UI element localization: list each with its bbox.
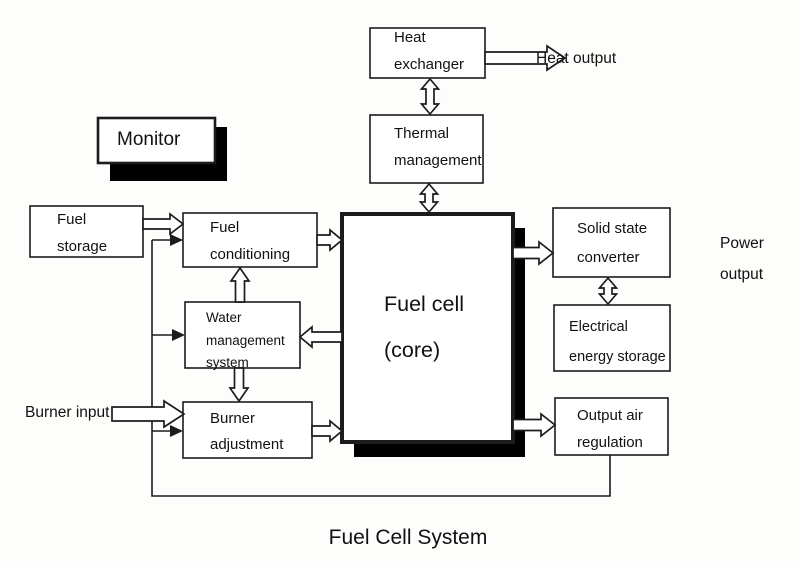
fuel-cell-label: Fuel cell (core) xyxy=(384,281,464,373)
fuel-storage-label: Fuel storage xyxy=(57,206,107,260)
arrow-conditioning-fuel-cell-icon xyxy=(316,228,344,252)
box-heat-exchanger xyxy=(369,27,486,79)
diagram-caption-text: Fuel Cell System xyxy=(328,526,488,549)
arrow-converter-energy-storage-icon xyxy=(597,276,619,306)
fuel-cell-line2: (core) xyxy=(384,338,441,362)
arrow-fuel-storage-conditioning-icon xyxy=(142,212,185,236)
feedback-arrowhead-burner-adjustment-icon xyxy=(170,425,183,437)
burner-adjustment-line2: adjustment xyxy=(210,436,284,453)
arrow-burner-fuel-cell-icon xyxy=(311,419,344,443)
box-fuel-cell xyxy=(340,212,515,444)
thermal-line1: Thermal xyxy=(394,125,450,142)
box-solid-state-converter xyxy=(552,207,671,278)
heat-output-text: Heat output xyxy=(536,50,617,67)
diagram-caption: Fuel Cell System xyxy=(8,526,800,550)
converter-line2: converter xyxy=(577,249,640,266)
fuel-storage-line1: Fuel xyxy=(57,211,87,228)
fuel-conditioning-label: Fuel conditioning xyxy=(210,214,290,268)
electrical-energy-storage-label: Electrical energy storage xyxy=(569,313,666,372)
water-management-label: Water management system xyxy=(206,307,285,375)
thermal-line2: management xyxy=(394,152,482,169)
power-output-line1: Power xyxy=(720,235,764,252)
fuel-conditioning-line1: Fuel xyxy=(210,219,240,236)
output-air-line1: Output air xyxy=(577,407,643,424)
arrow-heat-output-icon xyxy=(484,44,567,72)
water-line2: management xyxy=(206,332,285,348)
heat-exchanger-line2: exchanger xyxy=(394,56,465,73)
arrow-fuel-cell-converter-icon xyxy=(512,240,555,266)
arrow-water-burner-down-icon xyxy=(228,367,250,403)
burner-adjustment-label: Burner adjustment xyxy=(210,406,283,458)
thermal-management-label: Thermal management xyxy=(394,120,482,174)
fuel-cell-line1: Fuel cell xyxy=(384,292,465,316)
power-output-line2: output xyxy=(720,266,764,283)
output-air-line2: regulation xyxy=(577,433,643,451)
feedback-branch-lines xyxy=(152,239,173,432)
monitor-label-text: Monitor xyxy=(117,129,181,150)
arrow-thermal-fuel-cell-icon xyxy=(418,182,440,214)
burner-input-text: Burner input xyxy=(25,404,110,421)
water-line3: system xyxy=(206,355,249,370)
arrow-fuel-cell-output-air-icon xyxy=(512,412,557,438)
water-line1: Water xyxy=(206,310,242,325)
output-air-regulation-label: Output air regulation xyxy=(577,403,643,456)
box-fuel-conditioning xyxy=(182,212,318,268)
heat-exchanger-label: Heat exchanger xyxy=(394,24,464,78)
arrow-fuel-cell-water-icon xyxy=(298,325,343,349)
energy-storage-line2: energy storage xyxy=(569,348,666,365)
converter-line1: Solid state xyxy=(577,220,648,237)
feedback-arrowhead-water-management-icon xyxy=(172,329,185,341)
box-monitor xyxy=(96,116,217,165)
box-output-air-regulation xyxy=(554,397,669,456)
solid-state-converter-label: Solid state converter xyxy=(577,214,647,272)
arrow-water-conditioning-up-icon xyxy=(229,266,251,303)
arrow-burner-input-icon xyxy=(111,399,186,429)
burner-adjustment-line1: Burner xyxy=(210,410,256,427)
monitor-label: Monitor xyxy=(117,129,180,151)
arrow-heat-exchanger-thermal-icon xyxy=(419,77,441,116)
fuel-conditioning-line2: conditioning xyxy=(210,246,291,263)
fuel-storage-line2: storage xyxy=(57,238,108,255)
feedback-arrowhead-fuel-conditioning-icon xyxy=(170,234,183,246)
feedback-line xyxy=(151,240,611,497)
box-electrical-energy-storage xyxy=(553,304,671,372)
heat-exchanger-line1: Heat xyxy=(394,29,426,46)
energy-storage-line1: Electrical xyxy=(569,319,628,335)
heat-output-label: Heat output xyxy=(536,50,616,68)
box-thermal-management xyxy=(369,114,484,184)
box-burner-adjustment xyxy=(182,401,313,459)
burner-input-label: Burner input xyxy=(25,404,109,422)
power-output-label: Power output xyxy=(720,228,764,290)
box-fuel-storage xyxy=(29,205,144,258)
